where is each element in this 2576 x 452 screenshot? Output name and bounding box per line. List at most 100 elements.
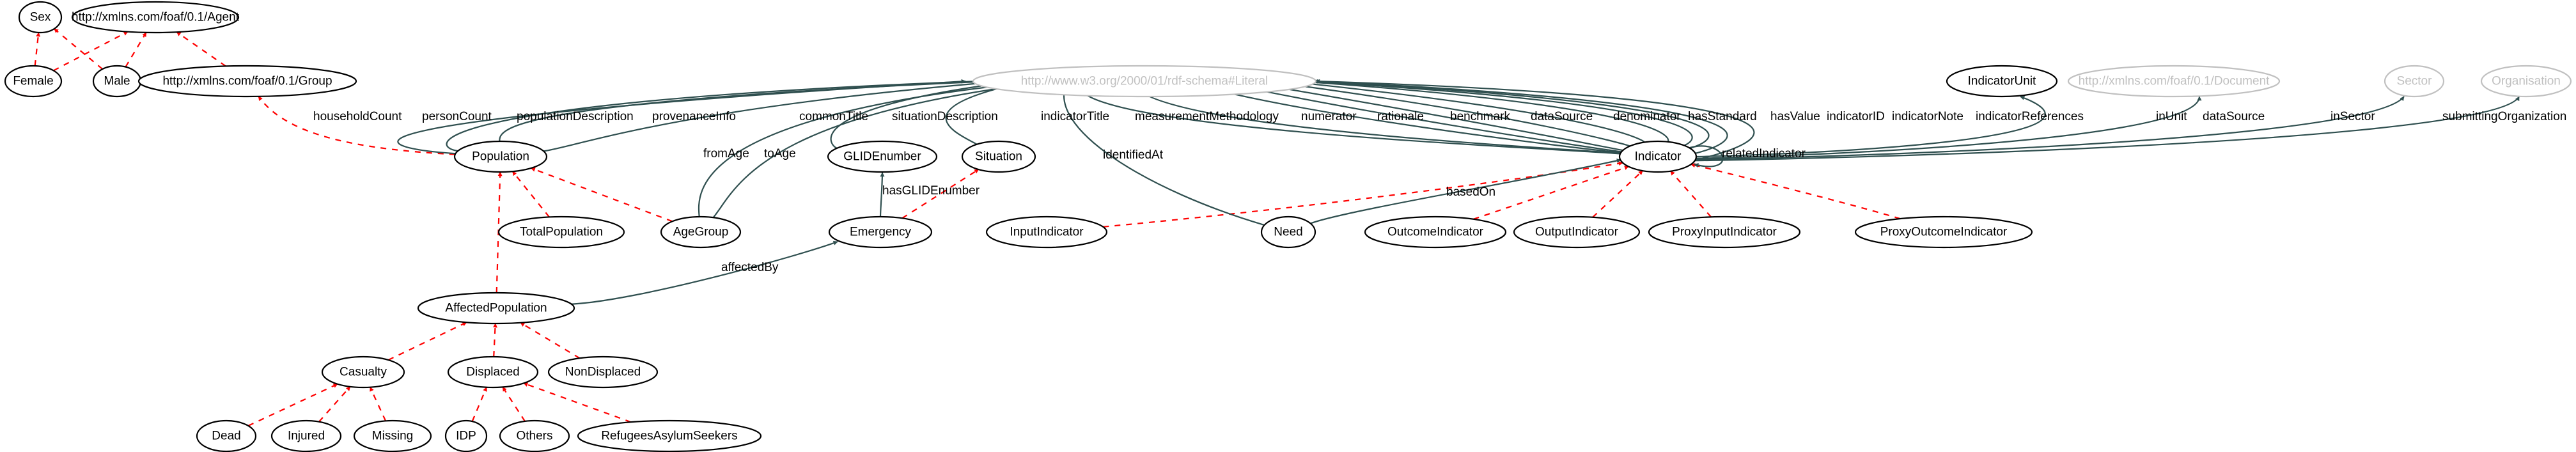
subclass-edge-female-agent (53, 31, 129, 72)
edge-label-measurementmethodology: measurementMethodology (1135, 110, 1279, 123)
node-ellipse-female (4, 65, 63, 98)
property-edge-hasstandard (1297, 79, 1669, 143)
node-ellipse-agent (71, 1, 240, 34)
node-agent: http://xmlns.com/foaf/0.1/Agent (71, 1, 240, 34)
node-ellipse-emergency (828, 215, 933, 249)
node-ellipse-proxyoutcomeindicator (1854, 215, 2033, 249)
node-ellipse-nondisplaced (547, 355, 659, 389)
node-ellipse-missing (353, 419, 432, 452)
subclass-edge-missing-casualty (369, 387, 387, 421)
node-agegroup: AgeGroup (660, 215, 742, 249)
node-label-document: http://xmlns.com/foaf/0.1/Document (2079, 75, 2270, 88)
node-emergency: Emergency (828, 215, 933, 249)
node-ellipse-organisation (2480, 65, 2572, 98)
edge-label-rationale: rationale (1377, 110, 1424, 123)
node-inputindicator: InputIndicator (985, 215, 1108, 249)
node-label-group: http://xmlns.com/foaf/0.1/Group (162, 75, 332, 88)
node-label-proxyoutcomeindicator: ProxyOutcomeIndicator (1880, 226, 2008, 239)
node-label-outcomeindicator: OutcomeIndicator (1387, 226, 1484, 239)
node-ellipse-affectedpopulation (417, 292, 575, 325)
edge-label-submittingorganization: submittingOrganization (2442, 110, 2566, 123)
node-group: http://xmlns.com/foaf/0.1/Group (137, 65, 357, 98)
node-ellipse-situation (961, 140, 1036, 173)
subclass-edge-population-group (258, 96, 455, 155)
node-ellipse-others (499, 419, 570, 452)
subclass-edge-idp-displaced (471, 387, 488, 422)
node-injured: Injured (270, 419, 342, 452)
subclass-edge-female-sex (34, 32, 41, 66)
property-edge-measurementmethodology (1130, 81, 1621, 155)
property-edge-hasglidenumber (879, 172, 885, 217)
property-edge-indicatortitle (1076, 81, 1621, 155)
node-ellipse-proxyinputindicator (1648, 215, 1801, 249)
node-label-emergency: Emergency (850, 226, 912, 239)
node-dead: Dead (196, 419, 257, 452)
subclass-edge-others-displaced (502, 386, 526, 422)
edge-label-relatedindicator: relatedIndicator (1722, 147, 1806, 160)
node-ellipse-population (453, 140, 548, 173)
node-label-organisation: Organisation (2492, 75, 2561, 88)
node-male: Male (92, 65, 142, 98)
property-edge-numerator (1182, 80, 1621, 154)
node-organisation: Organisation (2480, 65, 2572, 98)
property-edge-benchmark (1240, 79, 1623, 152)
node-label-dead: Dead (212, 430, 240, 443)
subclass-edge-agegroup-population (531, 167, 673, 222)
property-edge-inunit (1696, 95, 2046, 158)
subclass-edge-nondisplaced-affectedpopulation (520, 322, 581, 359)
edge-label-personcount: personCount (422, 110, 492, 123)
edge-label-indicatorid: indicatorID (1827, 110, 1885, 123)
node-label-displaced: Displaced (466, 366, 519, 379)
node-label-nondisplaced: NonDisplaced (565, 366, 641, 379)
edge-label-indicatorreferences: indicatorReferences (1976, 110, 2084, 123)
node-proxyinputindicator: ProxyInputIndicator (1648, 215, 1801, 249)
subclass-edge-male-agent (125, 32, 147, 68)
edge-label-insector: inSector (2330, 110, 2375, 123)
property-edge-indicatorid (1310, 79, 1710, 149)
edges-layer (34, 28, 2520, 426)
edge-label-hasglidenumber: hasGLIDEnumber (882, 184, 980, 198)
node-sector: Sector (2384, 65, 2445, 98)
node-document: http://xmlns.com/foaf/0.1/Document (2067, 65, 2281, 98)
property-edge-datasource (1265, 79, 1630, 147)
node-population: Population (453, 140, 548, 173)
node-literal: http://www.w3.org/2000/01/rdf-schema#Lit… (972, 65, 1317, 98)
subclass-edge-totalpopulation-population (511, 171, 550, 218)
property-edge-hasvalue (1304, 79, 1693, 146)
nodes-layer: Sex http://xmlns.com/foaf/0.1/AgentFemale… (4, 1, 2572, 452)
node-label-casualty: Casualty (340, 366, 387, 379)
node-female: Female (4, 65, 63, 98)
node-proxyoutcomeindicator: ProxyOutcomeIndicator (1854, 215, 2033, 249)
node-label-agegroup: AgeGroup (673, 226, 729, 239)
node-outputindicator: OutputIndicator (1513, 215, 1641, 249)
node-sex: Sex (18, 1, 63, 34)
node-ellipse-indicator (1618, 140, 1698, 173)
property-edge-relatedindicator (1689, 145, 1724, 168)
node-ellipse-document (2067, 65, 2281, 98)
node-glidenumber: GLIDEnumber (827, 140, 938, 173)
edge-label-hasvalue: hasValue (1770, 110, 1820, 123)
property-edge-basedon (1310, 158, 1621, 224)
edge-label-situationdescription: situationDescription (892, 110, 998, 123)
node-ellipse-literal (972, 65, 1317, 98)
property-edge-personcount (446, 79, 979, 152)
property-edge-fromage (698, 79, 1043, 217)
node-label-injured: Injured (288, 430, 325, 443)
property-edge-datasource2 (1696, 96, 2202, 159)
edge-label-benchmark: benchmark (1450, 110, 1510, 123)
node-idp: IDP (444, 419, 488, 452)
node-ellipse-sector (2384, 65, 2445, 98)
node-label-indicatorunit: IndicatorUnit (1968, 75, 2036, 88)
node-label-sex: Sex (30, 11, 51, 24)
edge-label-toage: toAge (764, 147, 796, 160)
edge-label-denominator: denominator (1613, 110, 1681, 123)
node-label-totalpopulation: TotalPopulation (520, 226, 603, 239)
node-ellipse-need (1260, 215, 1316, 249)
node-outcomeindicator: OutcomeIndicator (1364, 215, 1507, 249)
subclass-edge-casualty-affectedpopulation (387, 322, 467, 361)
subclass-edge-displaced-affectedpopulation (492, 323, 497, 357)
edge-label-populationdescription: populationDescription (517, 110, 634, 123)
node-indicator: Indicator (1618, 140, 1698, 173)
